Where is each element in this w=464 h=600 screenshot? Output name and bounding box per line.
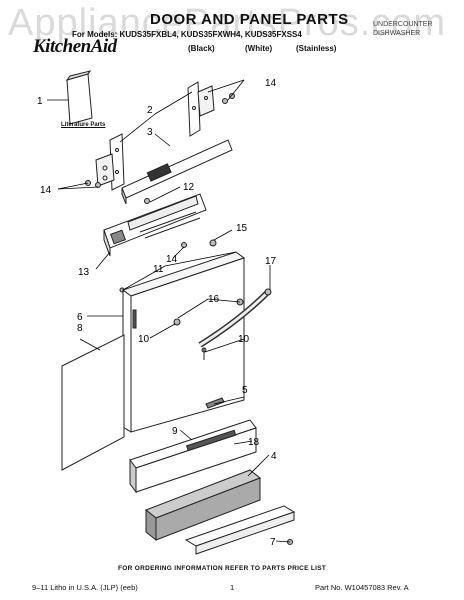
callout-8: 8 [77, 323, 83, 334]
part-bottom-trim [184, 505, 296, 555]
callout-15: 15 [236, 223, 248, 234]
callout-16: 16 [208, 294, 220, 305]
callout-9: 9 [172, 426, 178, 437]
part-block [145, 469, 261, 542]
leader-lines [47, 79, 291, 543]
callout-10b: 10 [238, 334, 250, 345]
page-title: DOOR AND PANEL PARTS [150, 11, 349, 28]
part-handle [198, 288, 272, 348]
callout-18: 18 [248, 437, 260, 448]
part-insulation [61, 334, 125, 471]
callout-13: 13 [78, 267, 90, 278]
callout-6: 6 [77, 312, 83, 323]
appliance-type: UNDERCOUNTER DISHWASHER [373, 20, 433, 38]
callout-4: 4 [271, 451, 277, 462]
brand-logo: KitchenAid [33, 36, 117, 57]
part-number: Part No. W10457083 Rev. A [315, 583, 409, 592]
callout-12: 12 [183, 182, 195, 193]
screws-upper [85, 93, 235, 204]
callout-14c: 14 [166, 254, 178, 265]
part-literature [65, 70, 93, 125]
color-black-label: (Black) [188, 44, 215, 53]
callout-10a: 10 [138, 334, 150, 345]
literature-parts-label: Literature Parts [61, 122, 106, 128]
callout-5: 5 [242, 385, 248, 396]
callout-1: 1 [37, 96, 43, 107]
callout-17: 17 [265, 256, 277, 267]
color-stainless-label: (Stainless) [296, 44, 337, 53]
callout-numbers: 1 2 3 12 14 14 13 14 11 15 17 6 8 16 10 … [37, 78, 277, 548]
litho-info: 9–11 Litho in U.S.A. (JLP) (eeb) [32, 583, 138, 592]
part-shield [121, 139, 233, 205]
part-control-assembly [103, 193, 207, 257]
callout-14b: 14 [40, 185, 52, 196]
part-kickplate [129, 419, 257, 494]
part-left-bracket [95, 133, 125, 191]
screws-handle [173, 298, 244, 360]
part-right-bracket [187, 81, 215, 137]
callout-14a: 14 [265, 78, 277, 89]
color-white-label: (White) [245, 44, 273, 53]
watermark: AppliancePartsPros.com [8, 2, 447, 44]
page-number: 1 [230, 583, 235, 592]
appliance-type-line2: DISHWASHER [373, 30, 421, 37]
callout-7: 7 [270, 537, 276, 548]
callout-3: 3 [147, 127, 153, 138]
model-list: For Models: KUDS35FXBL4, KUDS35FXWH4, KU… [72, 30, 302, 39]
callout-11: 11 [153, 264, 164, 275]
appliance-type-line1: UNDERCOUNTER [373, 21, 433, 28]
ordering-note: FOR ORDERING INFORMATION REFER TO PARTS … [118, 565, 327, 572]
callout-2: 2 [147, 105, 153, 116]
